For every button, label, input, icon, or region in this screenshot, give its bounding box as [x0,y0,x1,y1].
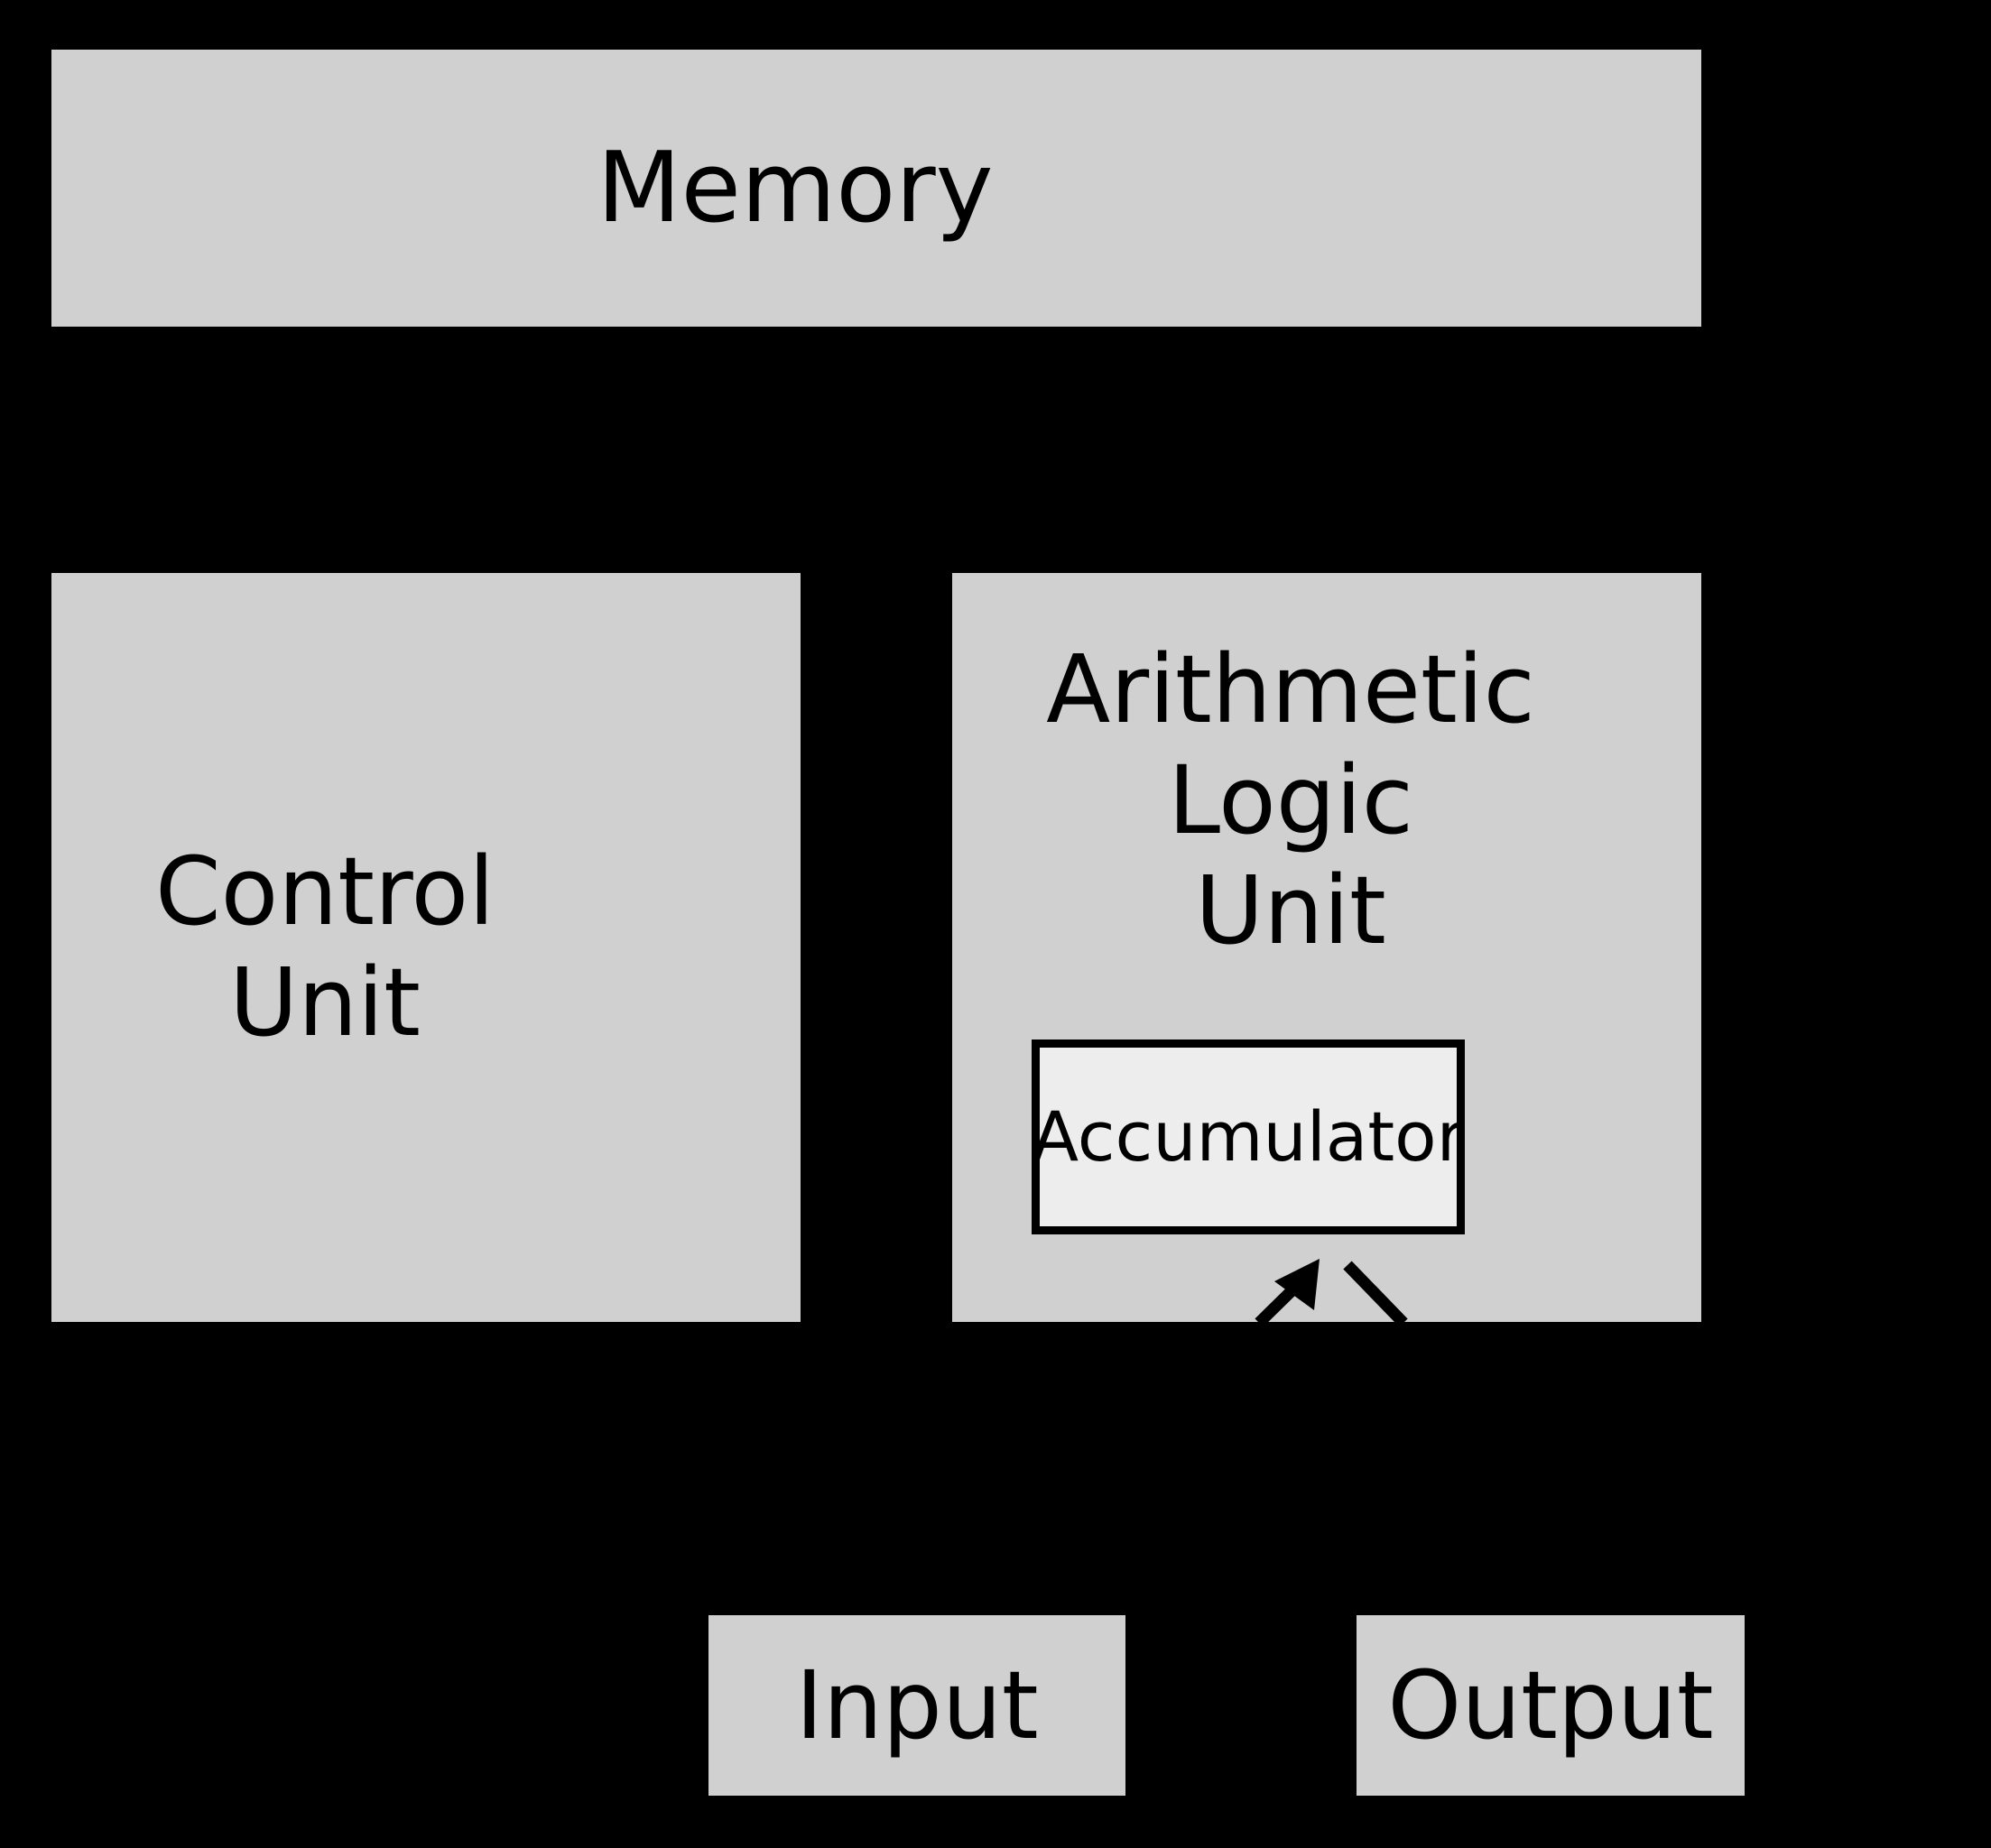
control-unit-block[interactable]: Control Unit [51,573,801,1322]
output-label: Output [1387,1649,1714,1760]
memory-block[interactable]: Memory [51,50,1701,327]
accumulator-label: Accumulator [1032,1096,1465,1177]
input-block[interactable]: Input [708,1615,1125,1796]
control-unit-label: Control Unit [155,836,495,1058]
memory-label: Memory [597,131,994,245]
input-label: Input [795,1649,1039,1760]
arithmetic-logic-unit-label: Arithmetic Logic Unit [1046,634,1535,966]
accumulator-block[interactable]: Accumulator [1032,1040,1465,1234]
output-block[interactable]: Output [1357,1615,1745,1796]
